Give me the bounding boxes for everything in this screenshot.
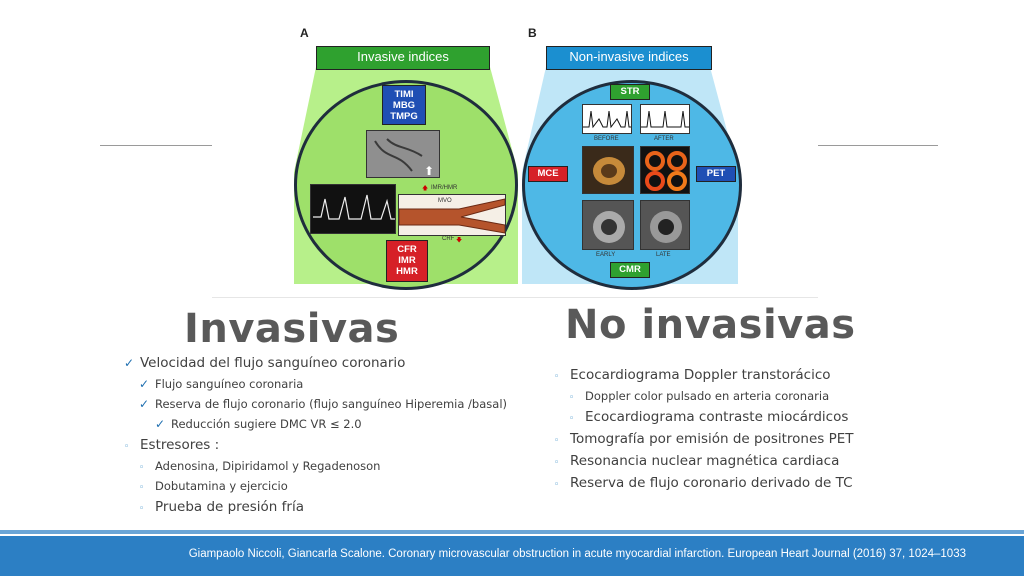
ecg-before-image: [582, 104, 632, 134]
list-item: ✓Reserva de flujo coronario (flujo sangu…: [139, 397, 508, 411]
circle-bullet-icon: ◦: [554, 458, 560, 468]
divider-middle: [212, 297, 818, 298]
indices-figure: A B Invasive indices Non-invasive indice…: [290, 22, 750, 290]
list-item: ◦Reserva de flujo coronario derivado de …: [554, 474, 854, 496]
after-label: AFTER: [654, 136, 674, 142]
list-item: ◦Resonancia nuclear magnética cardiaca: [554, 452, 854, 474]
mce-label: MCE: [528, 166, 568, 182]
list-item: ✓Reducción sugiere DMC VR ≤ 2.0: [155, 417, 362, 431]
list-item: ◦Ecocardiograma Doppler transtorácico: [554, 366, 854, 388]
cfr-label: CFR: [397, 244, 417, 255]
mce-image: [582, 146, 634, 194]
circle-bullet-icon: ◦: [139, 483, 145, 493]
circle-bullet-icon: ◦: [569, 393, 575, 403]
cfr-box: CFR IMR HMR: [386, 240, 428, 282]
check-icon: ✓: [155, 417, 166, 431]
divider-left: [100, 145, 212, 146]
up-arrow-icon: ⬆: [424, 164, 435, 178]
tmpg-label: TMPG: [390, 111, 418, 122]
list-item: ◦Doppler color pulsado en arteria corona…: [569, 388, 854, 408]
hmr-label: HMR: [396, 266, 418, 277]
divider-right: [818, 145, 938, 146]
list-item: ◦Dobutamina y ejercicio: [139, 478, 507, 498]
pet-image: [640, 146, 690, 194]
cmr-label: CMR: [610, 262, 650, 278]
list-item: ✓Flujo sanguíneo coronaria: [139, 377, 304, 391]
list-item: ◦Tomografía por emisión de positrones PE…: [554, 430, 854, 452]
noninvasive-heading: No invasivas: [565, 302, 856, 348]
circle-bullet-icon: ◦: [554, 372, 560, 382]
timi-box: TIMI MBG TMPG: [382, 85, 426, 125]
invasive-heading: Invasivas: [184, 306, 400, 352]
noninvasive-list: ◦Ecocardiograma Doppler transtorácico ◦D…: [554, 366, 854, 496]
list-item: ◦Prueba de presión fría: [139, 498, 507, 520]
list-item: ◦Ecocardiograma contraste miocárdicos: [569, 408, 854, 430]
imr-up-arrow-icon: 🡅: [422, 186, 429, 192]
early-label: EARLY: [596, 252, 616, 258]
panel-a-letter: A: [300, 26, 309, 40]
citation-text: Giampaolo Niccoli, Giancarla Scalone. Co…: [188, 548, 966, 560]
imr-hmr-label: IMR/HMR: [431, 185, 458, 191]
circle-bullet-icon: ◦: [569, 414, 575, 424]
vessel-diagram: [398, 194, 506, 236]
cmr-early-image: [582, 200, 634, 250]
check-icon: ✓: [124, 356, 135, 370]
panel-b-letter: B: [528, 26, 537, 40]
list-item: ✓Velocidad del flujo sanguíneo coronario: [124, 355, 406, 371]
circle-bullet-icon: ◦: [124, 442, 130, 452]
ecg-after-image: [640, 104, 690, 134]
angiogram-image: [366, 130, 440, 178]
mvo-label: MVO: [438, 198, 452, 204]
crf-label: CRF: [442, 236, 455, 242]
cmr-late-image: [640, 200, 690, 250]
list-item: ◦Estresores :: [124, 436, 507, 458]
footer-accent-line: [0, 530, 1024, 534]
check-icon: ✓: [139, 377, 150, 391]
circle-bullet-icon: ◦: [139, 504, 145, 514]
panel-a-title: Invasive indices: [316, 46, 490, 70]
doppler-trace-image: [310, 184, 396, 234]
panel-b-title: Non-invasive indices: [546, 46, 712, 70]
before-label: BEFORE: [594, 136, 619, 142]
list-item: ◦Adenosina, Dipiridamol y Regadenoson: [139, 458, 507, 478]
circle-bullet-icon: ◦: [139, 463, 145, 473]
circle-bullet-icon: ◦: [554, 480, 560, 490]
invasive-list: ✓Velocidad del flujo sanguíneo coronario…: [124, 354, 508, 520]
mbg-label: MBG: [392, 100, 416, 111]
footer-bar: Giampaolo Niccoli, Giancarla Scalone. Co…: [0, 536, 1024, 576]
circle-bullet-icon: ◦: [554, 436, 560, 446]
check-icon: ✓: [139, 397, 150, 411]
imr-label: IMR: [398, 255, 416, 266]
crf-down-arrow-icon: 🡇: [456, 238, 463, 244]
timi-label: TIMI: [394, 89, 414, 100]
pet-label: PET: [696, 166, 736, 182]
str-label: STR: [610, 84, 650, 100]
late-label: LATE: [656, 252, 671, 258]
